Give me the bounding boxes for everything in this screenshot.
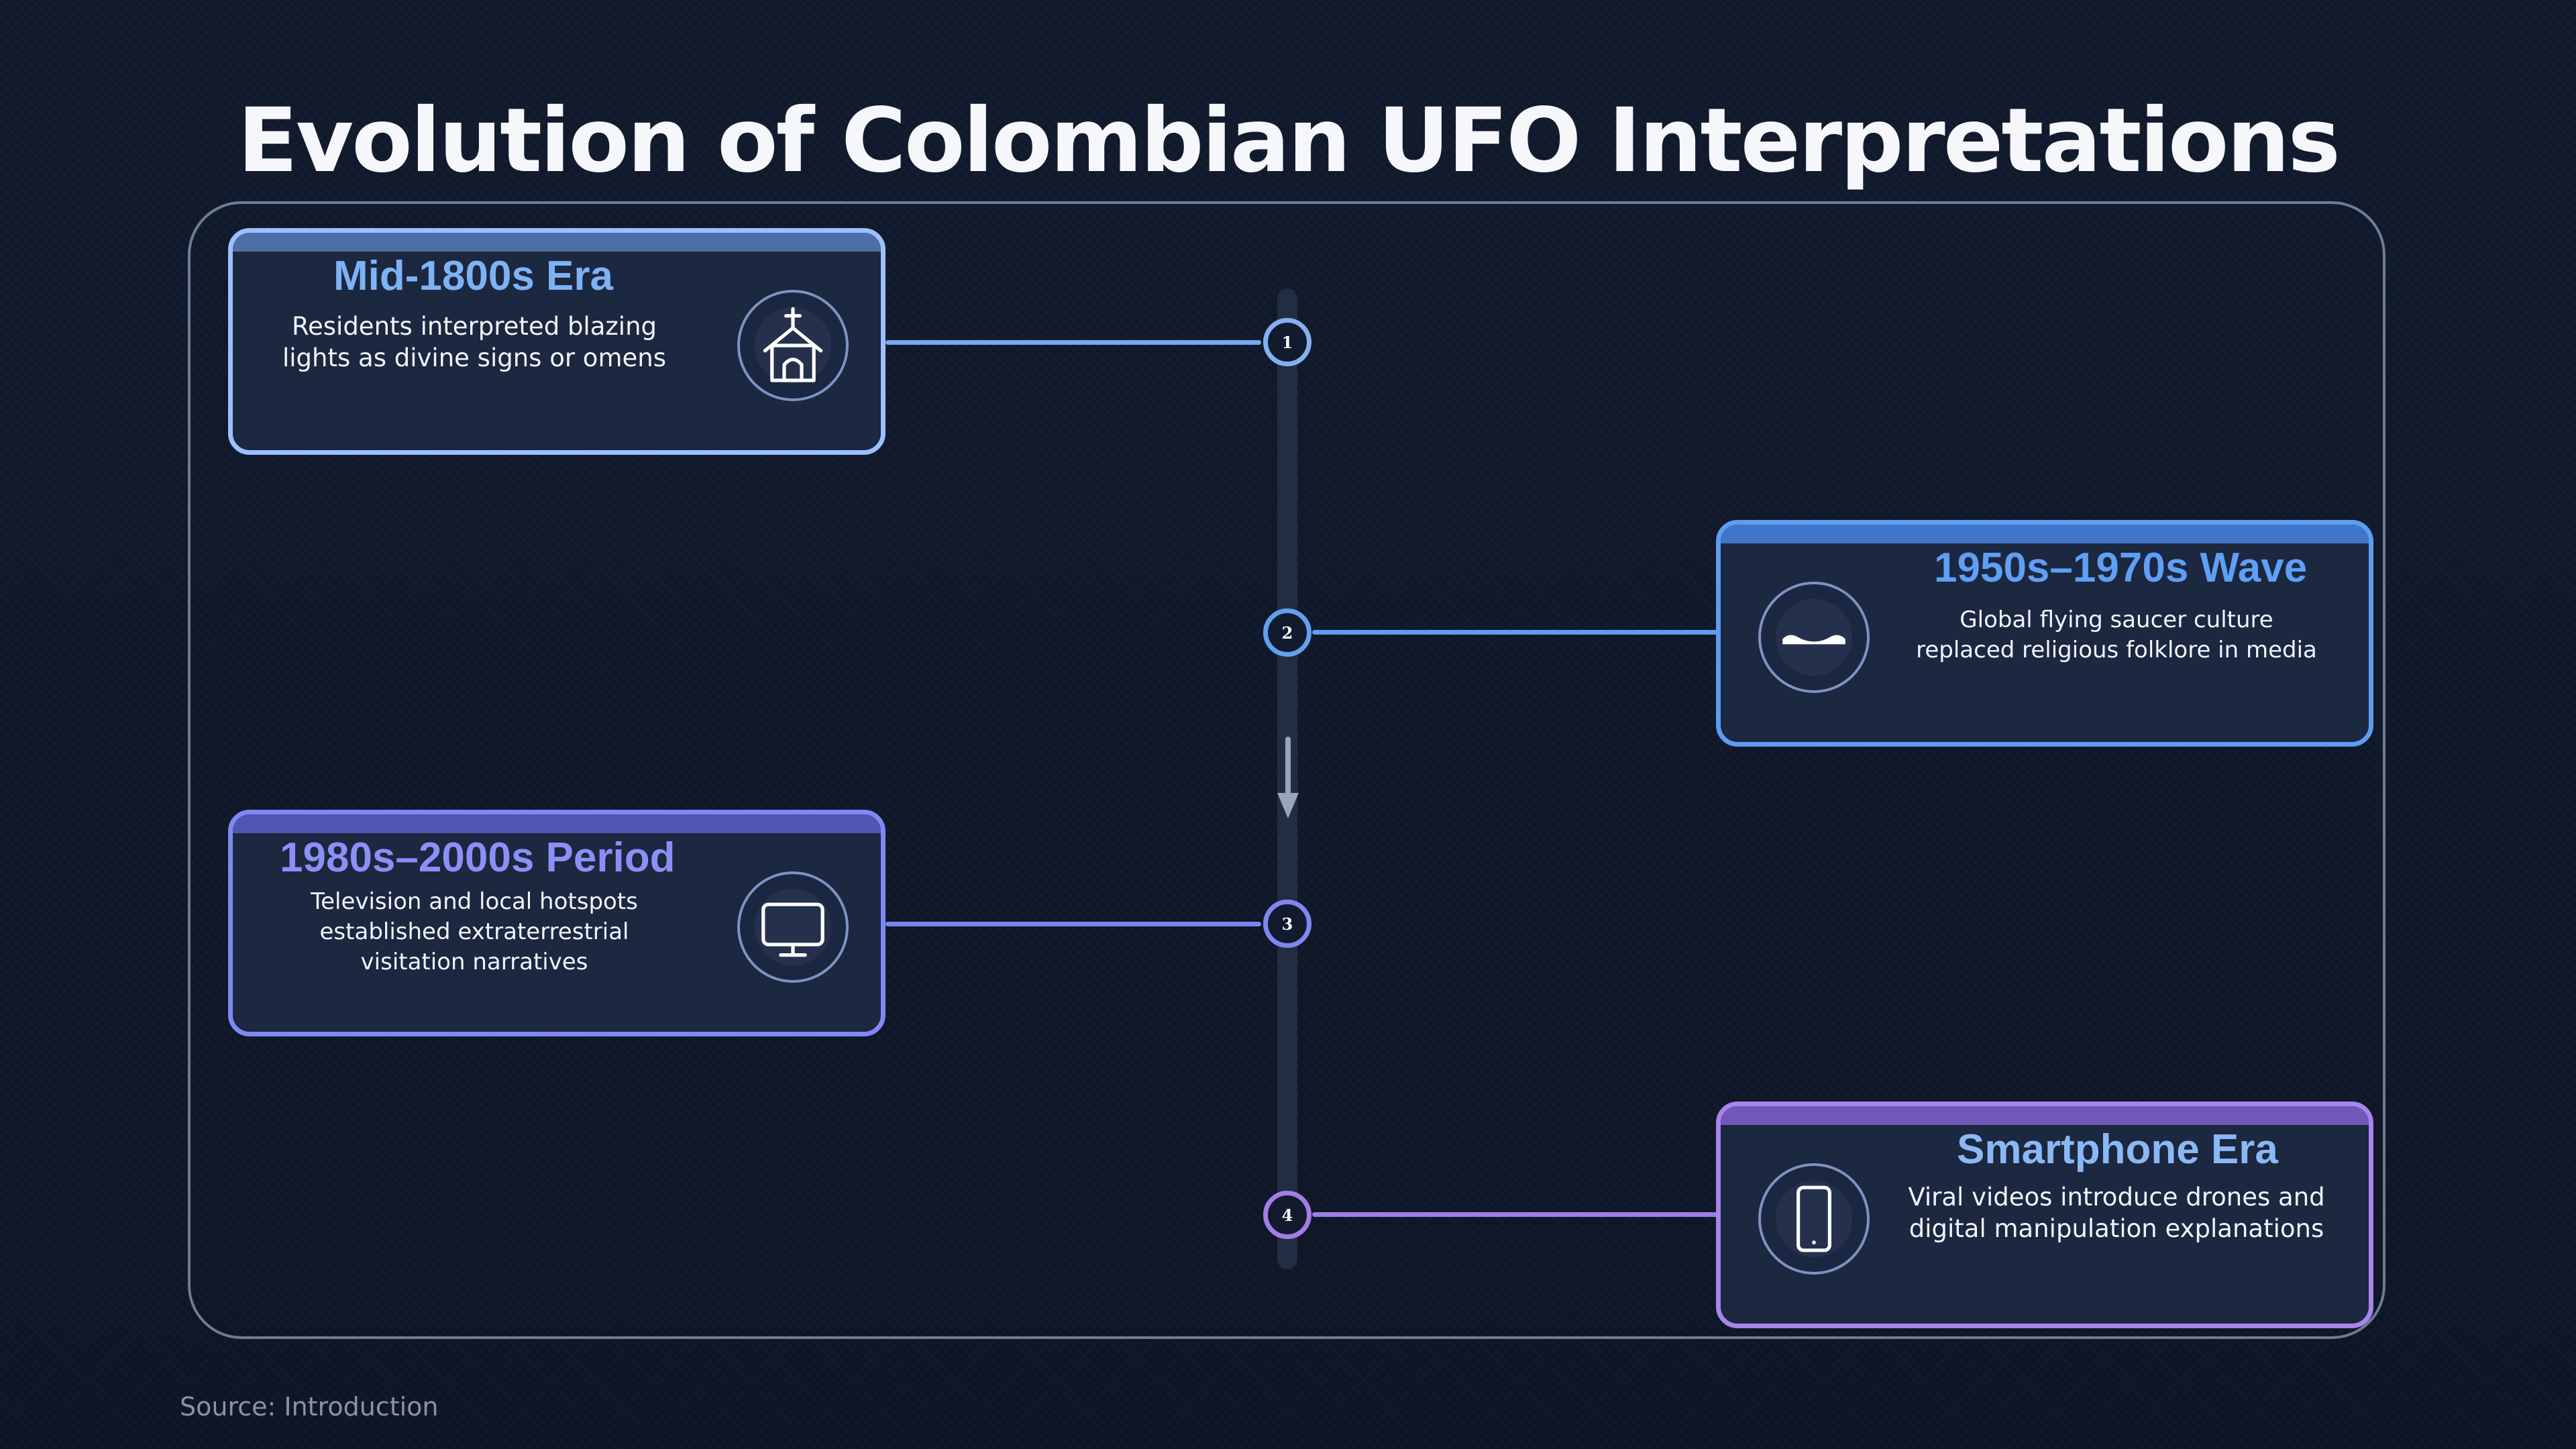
card-header-band (233, 814, 881, 833)
television-icon (754, 888, 832, 966)
stage-card-1980s-2000s: 1980s–2000s Period Television and local … (228, 810, 885, 1036)
church-icon (754, 307, 832, 384)
stage-description-line: replaced religious folklore in media (1916, 637, 2317, 663)
stage-description: Residents interpreted blazing lights as … (260, 311, 689, 374)
stage-card-mid-1800s: Mid-1800s Era Residents interpreted blaz… (228, 228, 885, 455)
stage-description-line: visitation narratives (360, 949, 588, 975)
stage-title: Smartphone Era (1957, 1126, 2278, 1173)
page-title: Evolution of Colombian UFO Interpretatio… (237, 89, 2341, 193)
timeline-direction-arrow-icon (1277, 737, 1299, 818)
connector-2 (1312, 630, 1719, 635)
stage-description: Television and local hotspots establishe… (260, 887, 689, 977)
card-header-band (233, 233, 881, 252)
source-caption: Source: Introduction (180, 1392, 439, 1421)
stage-description: Global flying saucer culture replaced re… (1902, 605, 2331, 665)
timeline-node-2: 2 (1263, 608, 1311, 657)
smartphone-icon (1775, 1180, 1853, 1258)
stage-description-line: lights as divine signs or omens (282, 343, 666, 372)
timeline-frame (188, 201, 2385, 1339)
church-icon-badge (737, 290, 849, 401)
card-header-band (1721, 1106, 2369, 1125)
stage-description-line: Viral videos introduce drones and (1908, 1183, 2325, 1212)
stage-title: 1980s–2000s Period (280, 835, 676, 881)
stage-description-line: Global flying saucer culture (1960, 606, 2273, 633)
flying-saucer-icon-badge (1758, 582, 1870, 693)
timeline-node-1: 1 (1263, 318, 1311, 366)
television-icon-badge (737, 871, 849, 983)
card-header-band (1721, 525, 2369, 543)
stage-title: 1950s–1970s Wave (1934, 545, 2308, 591)
connector-3 (885, 922, 1261, 926)
timeline-node-4: 4 (1263, 1191, 1311, 1239)
stage-title: Mid-1800s Era (333, 253, 613, 299)
flying-saucer-icon (1775, 598, 1853, 676)
stage-description-line: Residents interpreted blazing (291, 312, 657, 341)
stage-card-1950s-1970s: 1950s–1970s Wave Global flying saucer cu… (1716, 520, 2373, 747)
stage-description-line: digital manipulation explanations (1909, 1214, 2324, 1243)
stage-description-line: established extraterrestrial (319, 918, 629, 945)
connector-4 (1312, 1212, 1719, 1217)
stage-card-smartphone-era: Smartphone Era Viral videos introduce dr… (1716, 1102, 2373, 1328)
smartphone-icon-badge (1758, 1163, 1870, 1275)
stage-description-line: Television and local hotspots (311, 888, 638, 915)
connector-1 (885, 340, 1261, 345)
stage-description: Viral videos introduce drones and digita… (1902, 1181, 2331, 1244)
timeline-node-3: 3 (1263, 900, 1311, 948)
